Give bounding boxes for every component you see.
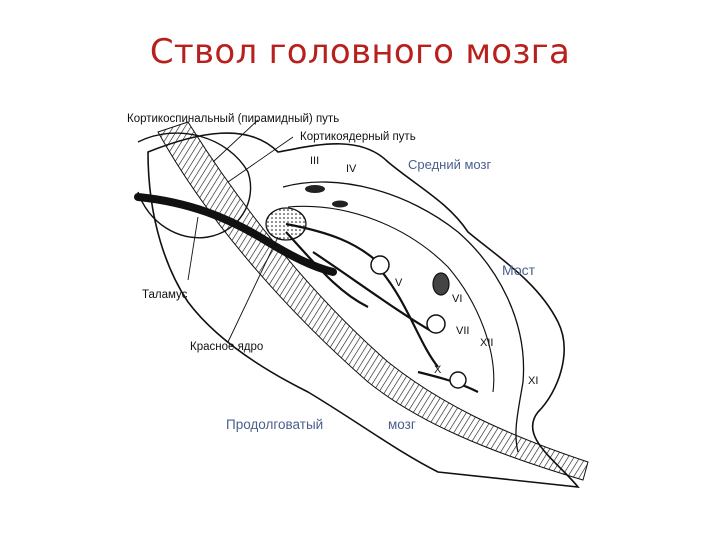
nucleus-vii <box>426 314 446 334</box>
inner-outline <box>287 205 495 393</box>
diagram-svg: Кортикоспинальный (пирамидный) путь Корт… <box>127 113 589 489</box>
fiber-2 <box>285 231 369 308</box>
nerve-label-vi: VI <box>452 293 462 305</box>
fiber-5 <box>417 370 479 393</box>
leader-thalamus <box>187 216 199 281</box>
nucleus-x <box>449 371 467 389</box>
slide-title: Ствол головного мозга <box>149 32 571 72</box>
nerve-label-vii: VII <box>456 325 469 337</box>
nerve-label-iv: IV <box>346 163 357 175</box>
nerve-label-iii: III <box>310 155 319 167</box>
nucleus-v <box>370 255 390 275</box>
label-thalamus: Таламус <box>142 289 188 301</box>
label-midbrain: Средний мозг <box>408 157 491 172</box>
label-medulla-1: Продолговатый <box>226 417 323 432</box>
nucleus-iv <box>332 200 348 208</box>
leader-red-nucleus <box>227 236 279 343</box>
nerve-label-xi: XI <box>528 375 538 387</box>
label-corticospinal: Кортикоспинальный (пирамидный) путь <box>127 113 339 125</box>
brainstem-diagram: Кортикоспинальный (пирамидный) путь Корт… <box>118 92 600 502</box>
label-red-nucleus: Красное ядро <box>190 341 263 353</box>
nucleus-vi <box>432 272 450 296</box>
nerve-label-x: X <box>434 364 442 376</box>
fourth-ventricle-outline <box>282 181 525 453</box>
label-corticonuclear: Кортикоядерный путь <box>300 131 416 143</box>
nucleus-iii <box>305 185 325 193</box>
thalamic-fiber <box>134 193 337 276</box>
nerve-label-xii: XII <box>480 337 493 349</box>
fiber-3 <box>312 251 434 333</box>
label-medulla-2: мозг <box>388 417 416 432</box>
pyramidal-tract <box>157 121 589 481</box>
brainstem-outline <box>147 132 580 489</box>
label-pons: Мост <box>502 262 536 278</box>
leader-corticospinal <box>212 119 259 163</box>
leader-corticonuclear <box>227 136 294 183</box>
nerve-label-v: V <box>395 277 403 289</box>
fiber-4 <box>377 266 439 368</box>
